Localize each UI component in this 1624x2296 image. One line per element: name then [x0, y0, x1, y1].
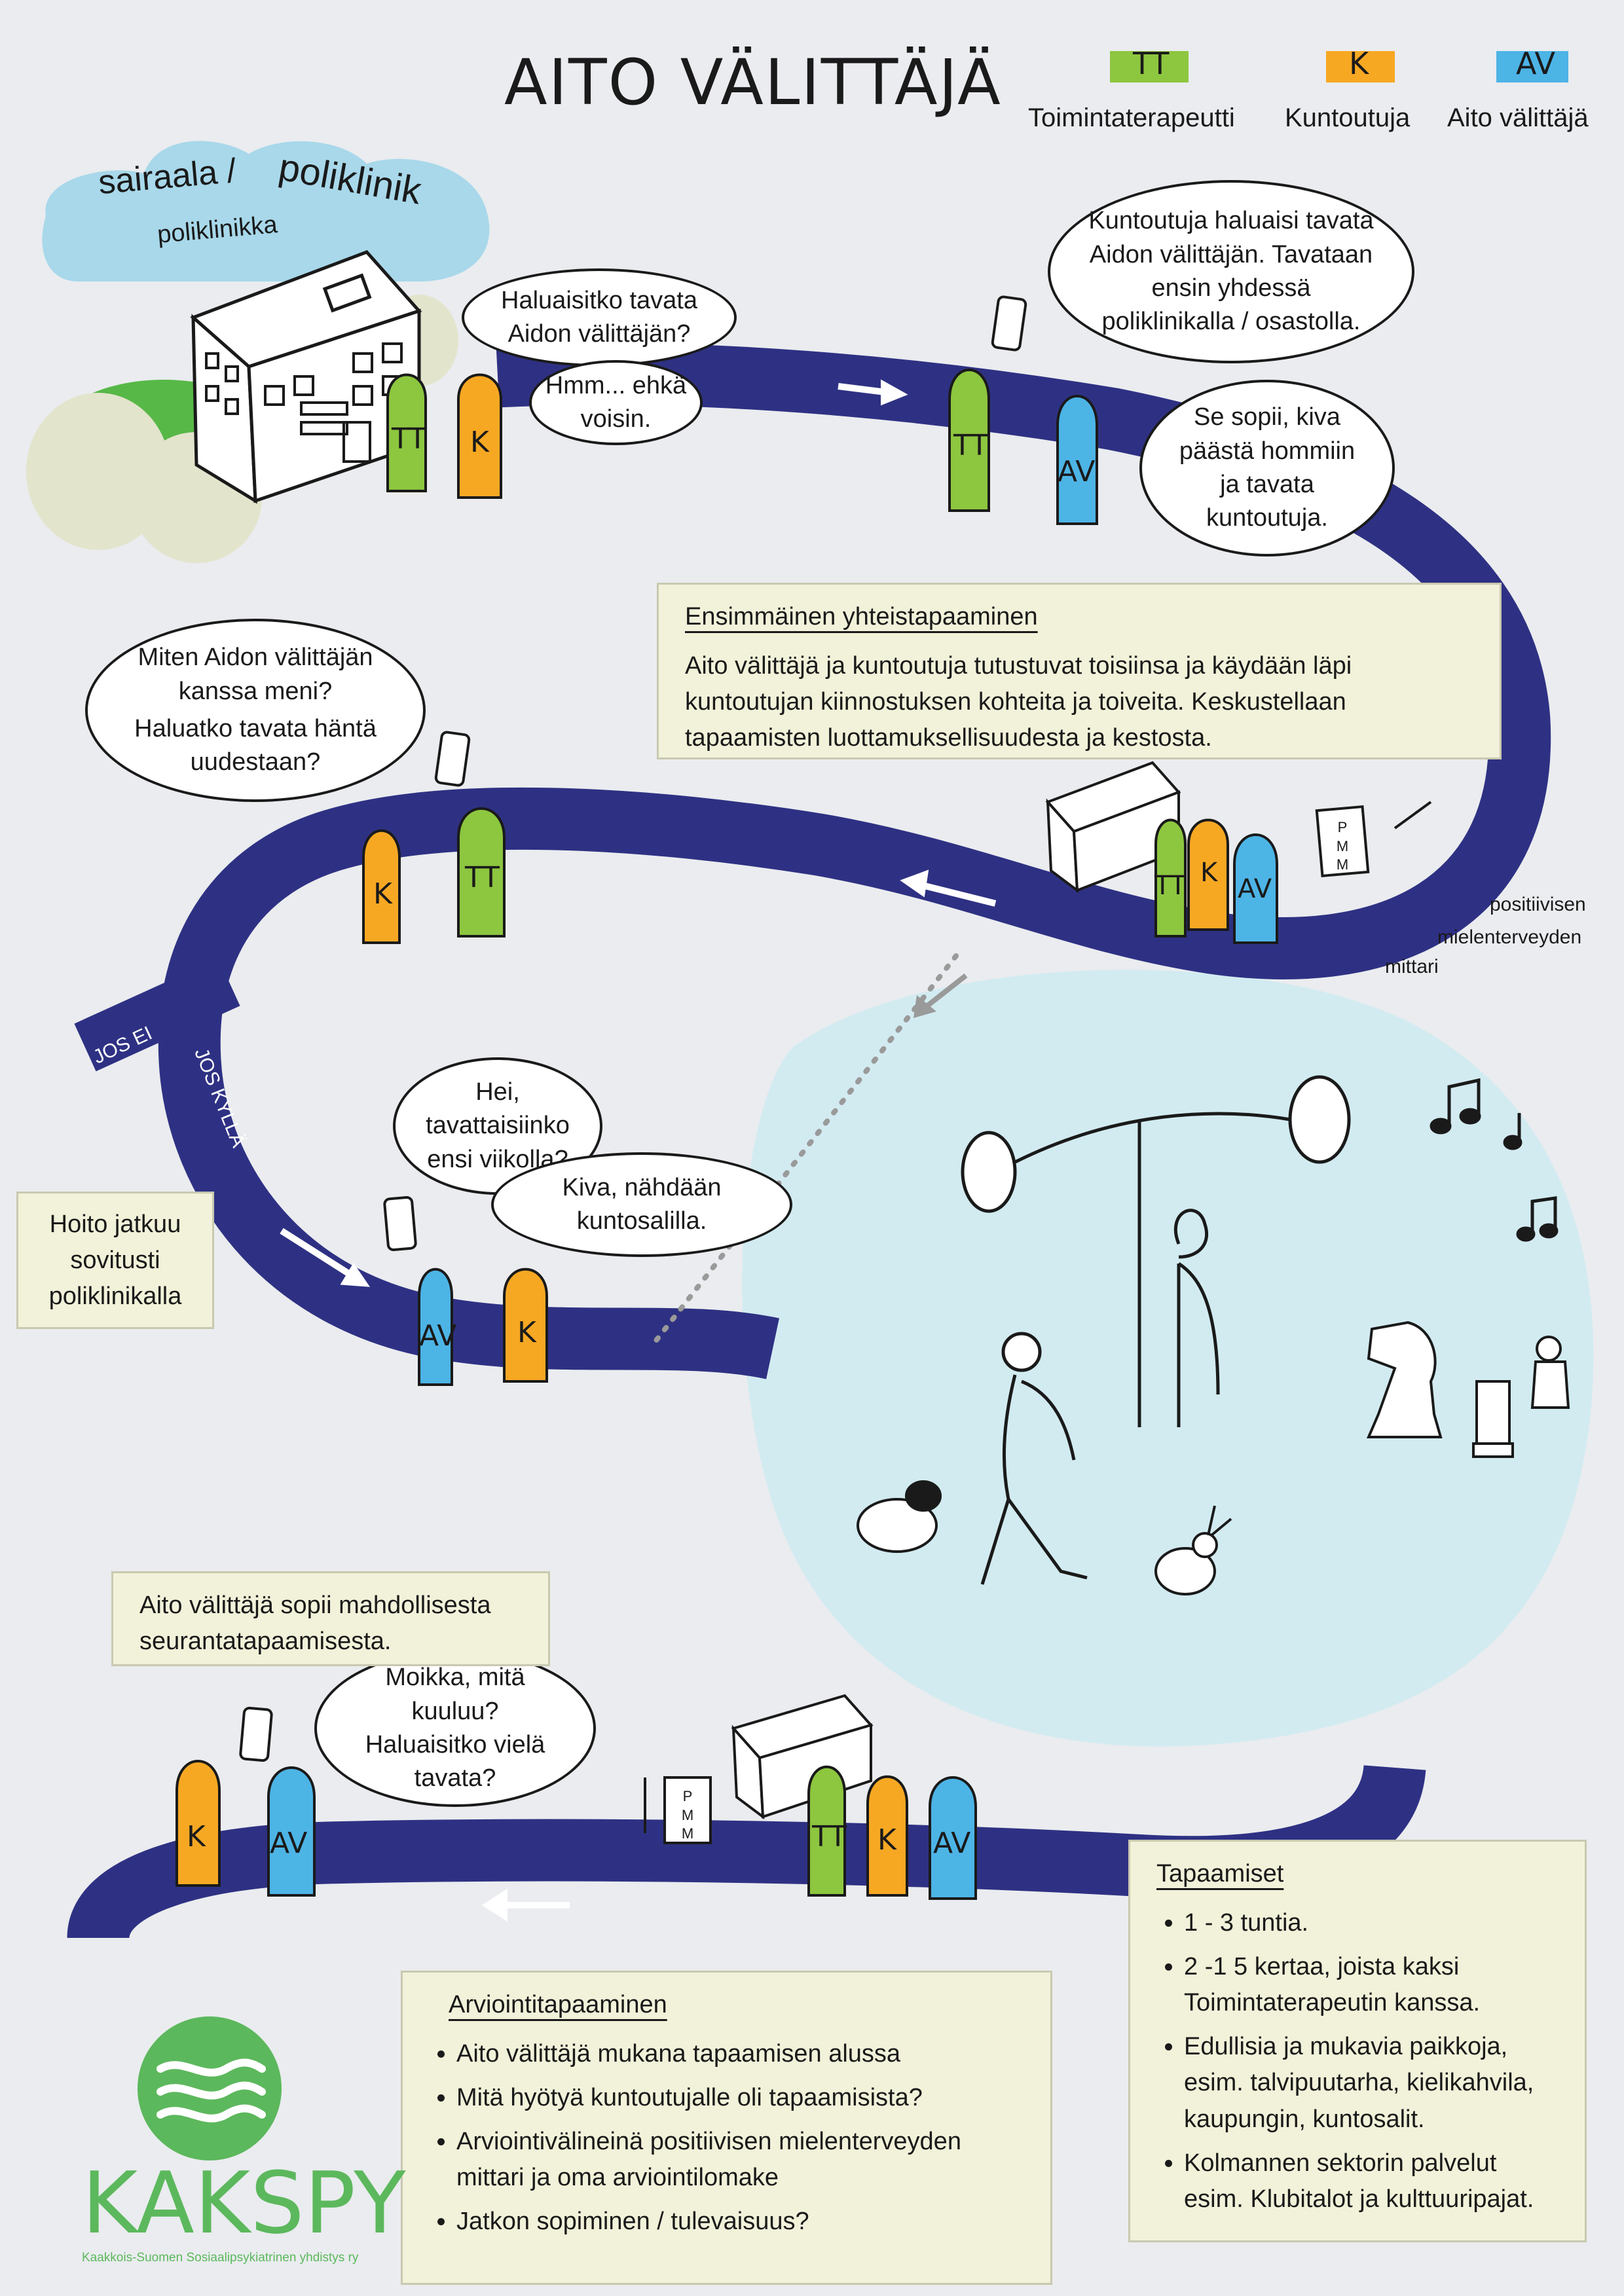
- figure-label-tt: TT: [465, 861, 500, 894]
- figure-av: [929, 1776, 977, 1900]
- figure-label-k: K: [877, 1823, 896, 1857]
- figure-tt: [386, 373, 427, 492]
- speech-bubble: Haluaisitko tavata Aidon välittäjän?: [462, 268, 737, 367]
- figure-label-av: AV: [419, 1319, 457, 1353]
- note-body: Aito välittäjä ja kuntoutuja tutustuvat …: [685, 652, 1352, 752]
- speech-bubble: Kuntoutuja haluaisi tavata Aidon välittä…: [1048, 180, 1414, 363]
- pen-icon: [644, 801, 1432, 1833]
- dotted-link: [652, 953, 959, 1345]
- logo-circle: [138, 2016, 282, 2160]
- legend-swatch-av: [1496, 51, 1568, 82]
- figure-label-k: K: [1200, 858, 1218, 888]
- figure-label-tt: TT: [953, 429, 988, 462]
- bubble-line: Miten Aidon välittäjän kanssa meni?: [138, 644, 373, 705]
- pmm-form-label: PMM: [1336, 819, 1349, 873]
- figure-label-av: AV: [270, 1827, 308, 1860]
- list-item: Aito välittäjä mukana tapaamisen alussa: [456, 2036, 1024, 2072]
- legend-code-tt: TT: [1133, 46, 1170, 81]
- cloud-shape: [42, 141, 490, 282]
- speech-bubble: Se sopii, kiva päästä hommiin ja tavata …: [1139, 380, 1395, 556]
- pmm-form-1: [1315, 805, 1370, 878]
- rabbit-icon: [1154, 1505, 1232, 1595]
- note-followup: Aito välittäjä sopii mahdollisesta seura…: [111, 1571, 550, 1666]
- note-heading: Arviointitapaaminen: [449, 1991, 667, 2018]
- meeting-building-2: [731, 1694, 874, 1820]
- figure-tt: [948, 369, 990, 512]
- speech-bubble: Miten Aidon välittäjän kanssa meni? Halu…: [85, 619, 426, 802]
- figure-tt: [807, 1765, 846, 1897]
- legend-swatch-k: [1326, 51, 1395, 82]
- figure-av: [1056, 395, 1098, 525]
- music-notes-icon: [1430, 1078, 1559, 1242]
- weightlifter-icon: [961, 1075, 1351, 1427]
- page-title: AITO VÄLITTÄJÄ: [504, 46, 1002, 119]
- evaluation-list: Aito välittäjä mukana tapaamisen alussa …: [429, 2036, 1024, 2240]
- speech-bubble: Moikka, mitä kuuluu? Haluaisitko vielä t…: [314, 1650, 596, 1807]
- figure-label-tt: TT: [812, 1820, 847, 1853]
- figure-label-av: AV: [933, 1827, 971, 1860]
- figure-label-k: K: [187, 1820, 206, 1853]
- figure-label-av: AV: [1058, 455, 1096, 488]
- road-branch: [74, 958, 240, 1072]
- road-arrows: [280, 379, 997, 1922]
- legend-label-av: Aito välittäjä: [1447, 103, 1589, 132]
- figure-label-av: AV: [1238, 874, 1272, 904]
- figure-tt: [457, 807, 506, 938]
- list-item: Kolmannen sektorin palvelut esim. Klubit…: [1184, 2145, 1559, 2217]
- pmm-caption-line: positiivisen: [1490, 894, 1586, 915]
- meeting-building-1: [1045, 761, 1181, 894]
- list-item: 1 - 3 tuntia.: [1184, 1905, 1559, 1941]
- figure-k: [503, 1267, 548, 1383]
- list-item: Jatkon sopiminen / tulevaisuus?: [456, 2204, 1024, 2240]
- legend-label-tt: Toimintaterapeutti: [1028, 103, 1235, 132]
- speech-bubble: Hmm... ehkä voisin.: [529, 360, 703, 445]
- logo-name: KAKSPY: [82, 2153, 406, 2253]
- walking-person-icon: [980, 1332, 1088, 1585]
- legend-swatch-tt: [1110, 51, 1189, 82]
- pmm-caption-line: mielenterveyden: [1437, 926, 1582, 948]
- figure-k: [866, 1775, 908, 1897]
- sheep-icon: [857, 1480, 942, 1553]
- meetings-list: 1 - 3 tuntia. 2 -1 5 kertaa, joista kaks…: [1156, 1905, 1559, 2217]
- note-evaluation: Arviointitapaaminen Aito välittäjä mukan…: [401, 1971, 1052, 2285]
- chess-pieces-icon: [1366, 1321, 1570, 1458]
- figure-label-k: K: [373, 877, 392, 911]
- pmm-form-label: PMM: [681, 1788, 694, 1842]
- list-item: Edullisia ja mukavia paikkoja, esim. tal…: [1184, 2029, 1559, 2137]
- figure-label-tt: TT: [1154, 871, 1187, 901]
- legend-label-k: Kuntoutuja: [1285, 103, 1411, 132]
- logo-subtitle: Kaakkois-Suomen Sosiaalipsykiatrinen yhd…: [82, 2251, 359, 2265]
- pmm-caption-line: mittari: [1385, 956, 1439, 977]
- list-item: 2 -1 5 kertaa, joista kaksi Toimintatera…: [1184, 1949, 1559, 2021]
- note-care-continues: Hoito jatkuu sovitusti poliklinikalla: [16, 1192, 214, 1329]
- note-heading: Ensimmäinen yhteistapaaminen: [685, 603, 1038, 630]
- list-item: Arviointivälineinä positiivisen mielente…: [456, 2124, 1024, 2196]
- figure-k: [457, 373, 502, 499]
- figure-k: [362, 829, 401, 944]
- note-meetings: Tapaamiset 1 - 3 tuntia. 2 -1 5 kertaa, …: [1128, 1840, 1587, 2242]
- legend-code-k: K: [1349, 46, 1369, 81]
- grey-arrow-line: [918, 973, 968, 1014]
- figure-k: [175, 1760, 221, 1887]
- note-first-meeting: Ensimmäinen yhteistapaaminen Aito välitt…: [657, 583, 1502, 759]
- pmm-form-2: [663, 1776, 712, 1844]
- figure-av: [1233, 833, 1278, 944]
- hospital-building: [190, 250, 422, 504]
- figure-label-k: K: [517, 1316, 536, 1349]
- speech-bubble: Kiva, nähdään kuntosalilla.: [491, 1152, 792, 1257]
- phone-icon: [239, 295, 1027, 1762]
- activity-area: [742, 970, 1594, 1747]
- figure-av: [418, 1267, 453, 1386]
- figure-k: [1187, 818, 1229, 931]
- logo-waves: [157, 2058, 266, 2123]
- figure-tt: [1154, 818, 1187, 938]
- figure-label-k: K: [470, 426, 489, 459]
- legend-code-av: AV: [1516, 46, 1555, 81]
- note-heading: Tapaamiset: [1156, 1860, 1284, 1887]
- bubble-line: Haluatko tavata häntä uudestaan?: [134, 715, 377, 776]
- figure-av: [267, 1766, 316, 1897]
- list-item: Mitä hyötyä kuntoutujalle oli tapaamisis…: [456, 2080, 1024, 2116]
- figure-label-tt: TT: [392, 422, 426, 456]
